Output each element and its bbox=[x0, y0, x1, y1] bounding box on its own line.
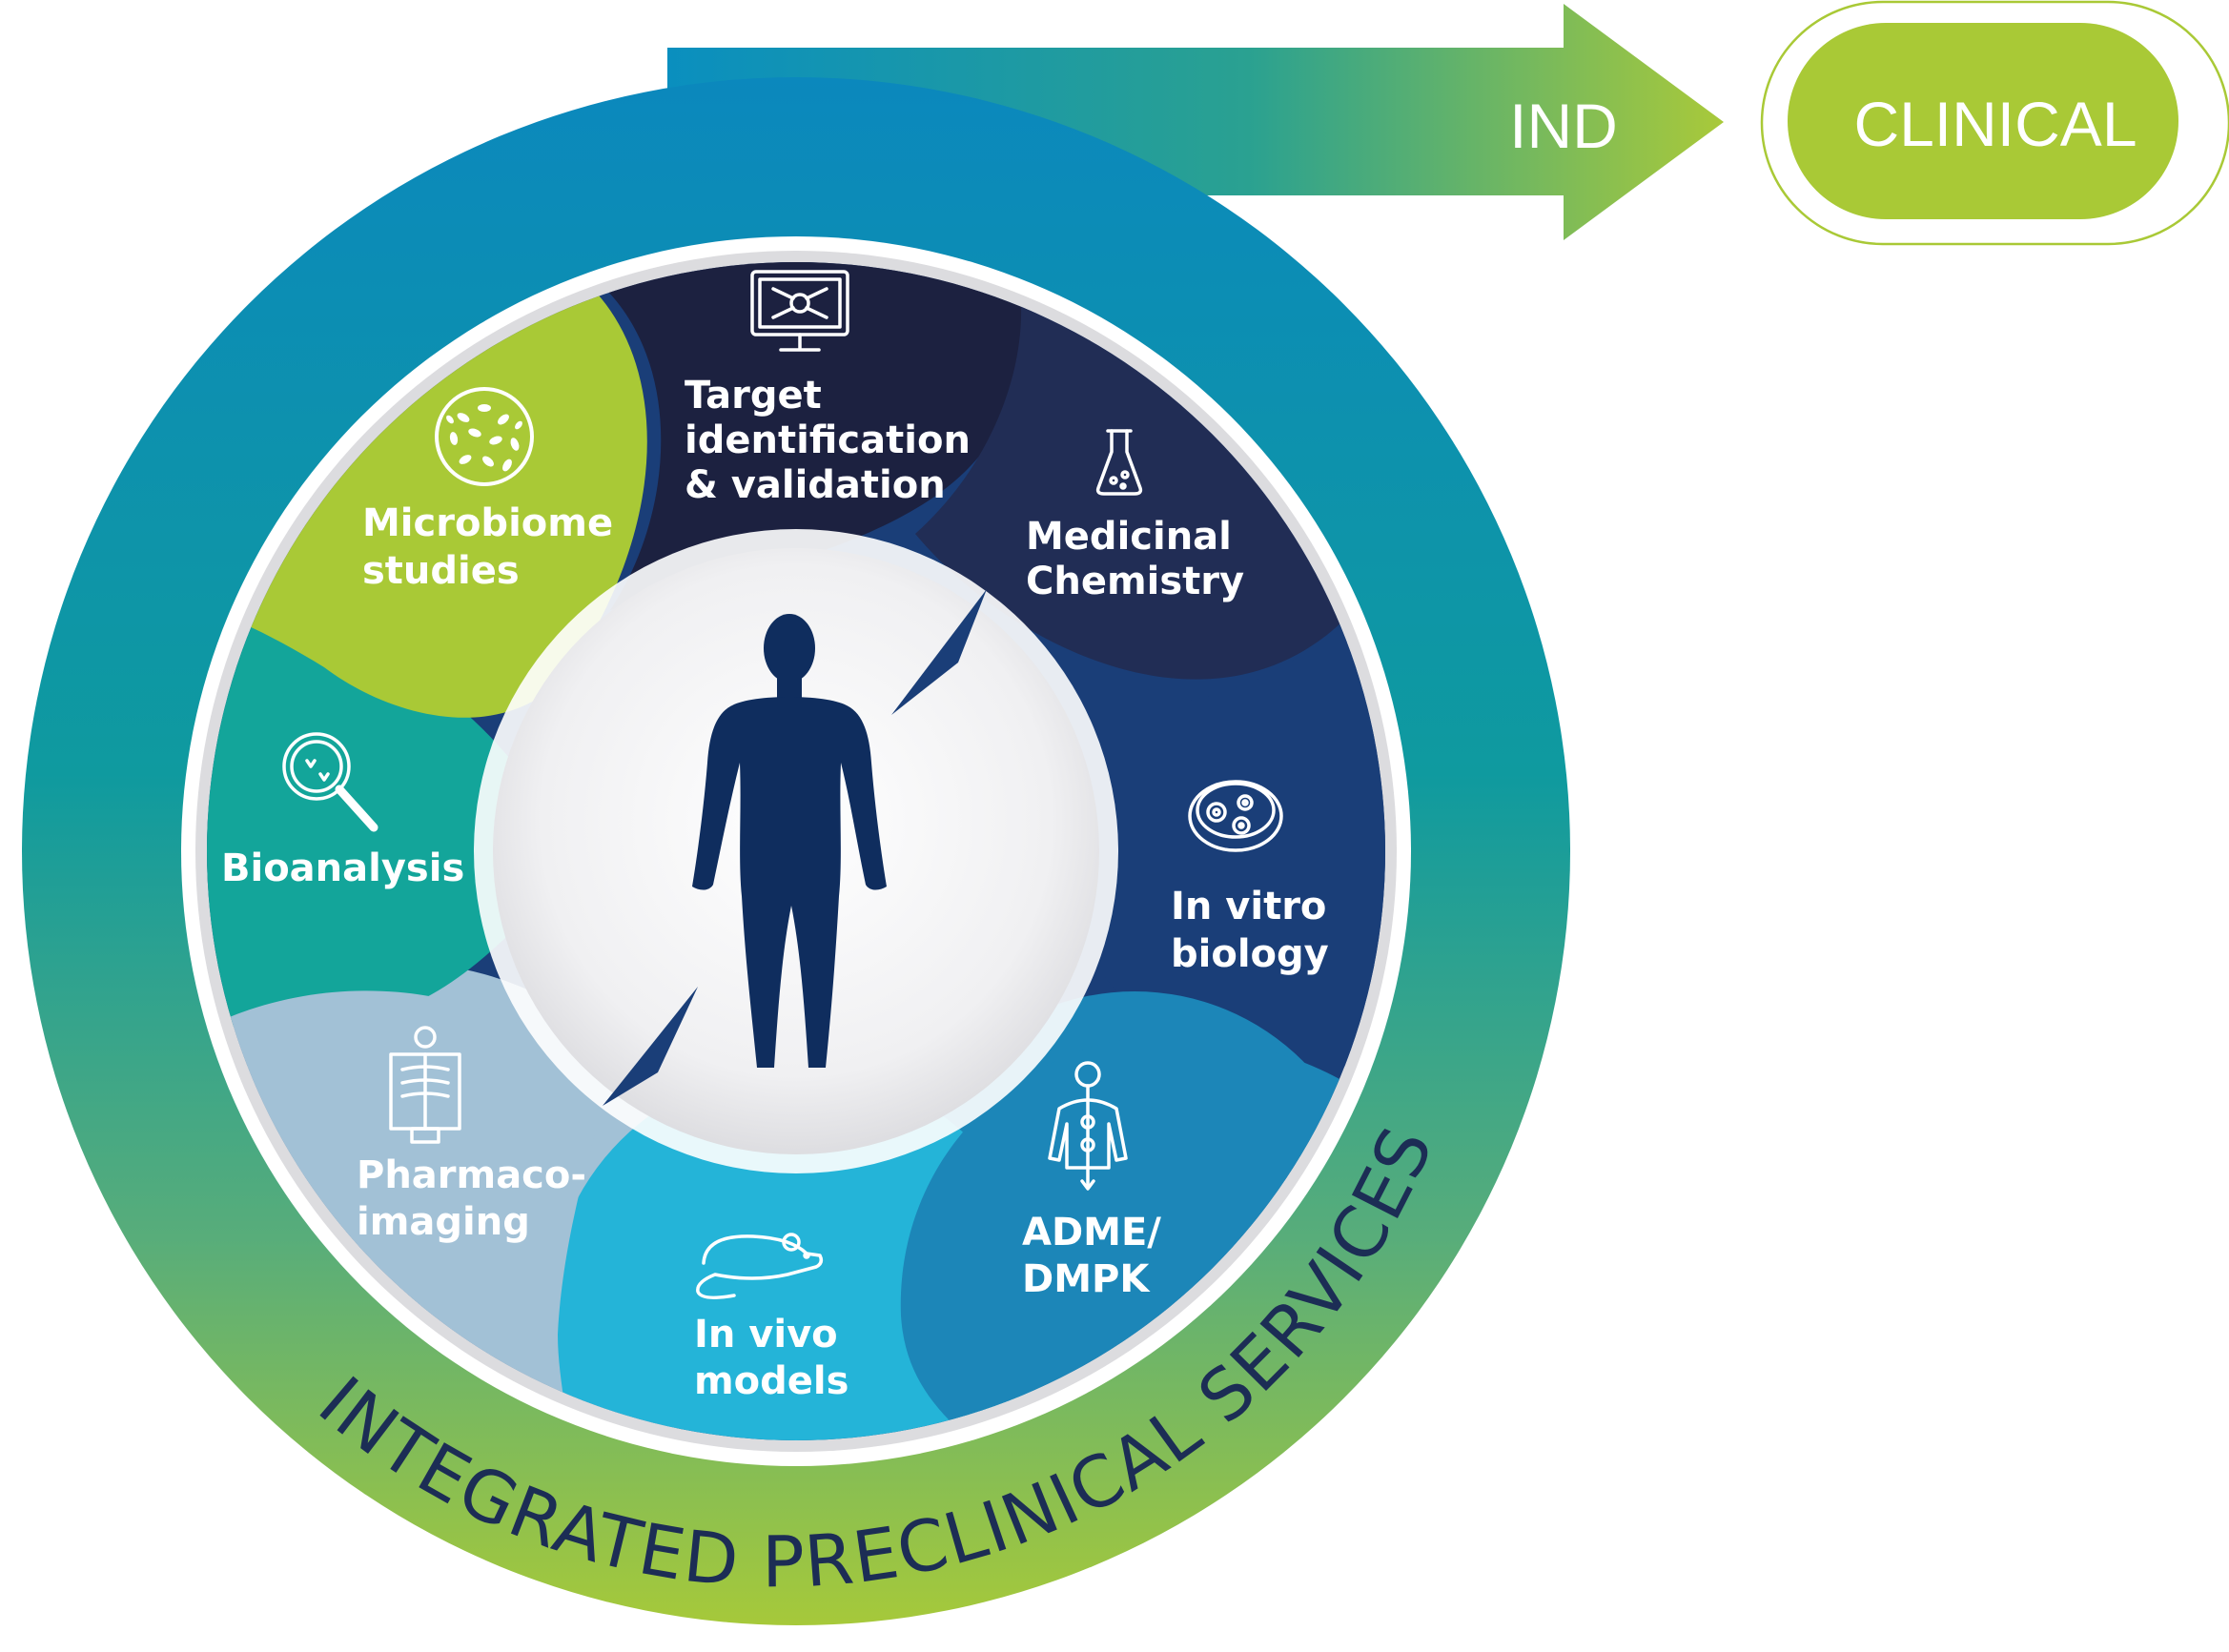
petri-dish-icon bbox=[1188, 780, 1283, 852]
segment-label-microbiome: Microbiome studies bbox=[362, 501, 626, 593]
xray-torso-icon bbox=[389, 1026, 461, 1144]
flask-icon bbox=[1095, 429, 1143, 496]
human-silhouette-icon bbox=[692, 614, 887, 1068]
monitor-network-icon bbox=[750, 270, 849, 352]
clinical-label: CLINICAL bbox=[1853, 89, 2137, 159]
clinical-pill[interactable]: CLINICAL bbox=[1760, 0, 2229, 246]
segment-label-adme: ADME/ DMPK bbox=[1022, 1211, 1175, 1301]
segment-label-medchem: Medicinal Chemistry bbox=[1026, 515, 1245, 603]
mouse-icon bbox=[696, 1233, 824, 1299]
segment-label-invitro: In vitro biology bbox=[1171, 885, 1339, 976]
segment-target[interactable] bbox=[543, 248, 1033, 610]
human-metabolism-icon bbox=[1048, 1061, 1128, 1191]
segment-label-invivo: In vivo models bbox=[694, 1313, 851, 1403]
ind-label: IND bbox=[1509, 91, 1618, 161]
bacteria-dish-icon bbox=[435, 387, 534, 486]
segment-label-target: Target identification & validation bbox=[685, 374, 984, 507]
magnifier-icon bbox=[282, 732, 378, 832]
segment-label-pharmaco: Pharmaco- imaging bbox=[357, 1153, 600, 1244]
segment-label-bioanalysis: Bioanalysis bbox=[221, 846, 464, 890]
segment-bioanalysis[interactable] bbox=[143, 591, 572, 1068]
